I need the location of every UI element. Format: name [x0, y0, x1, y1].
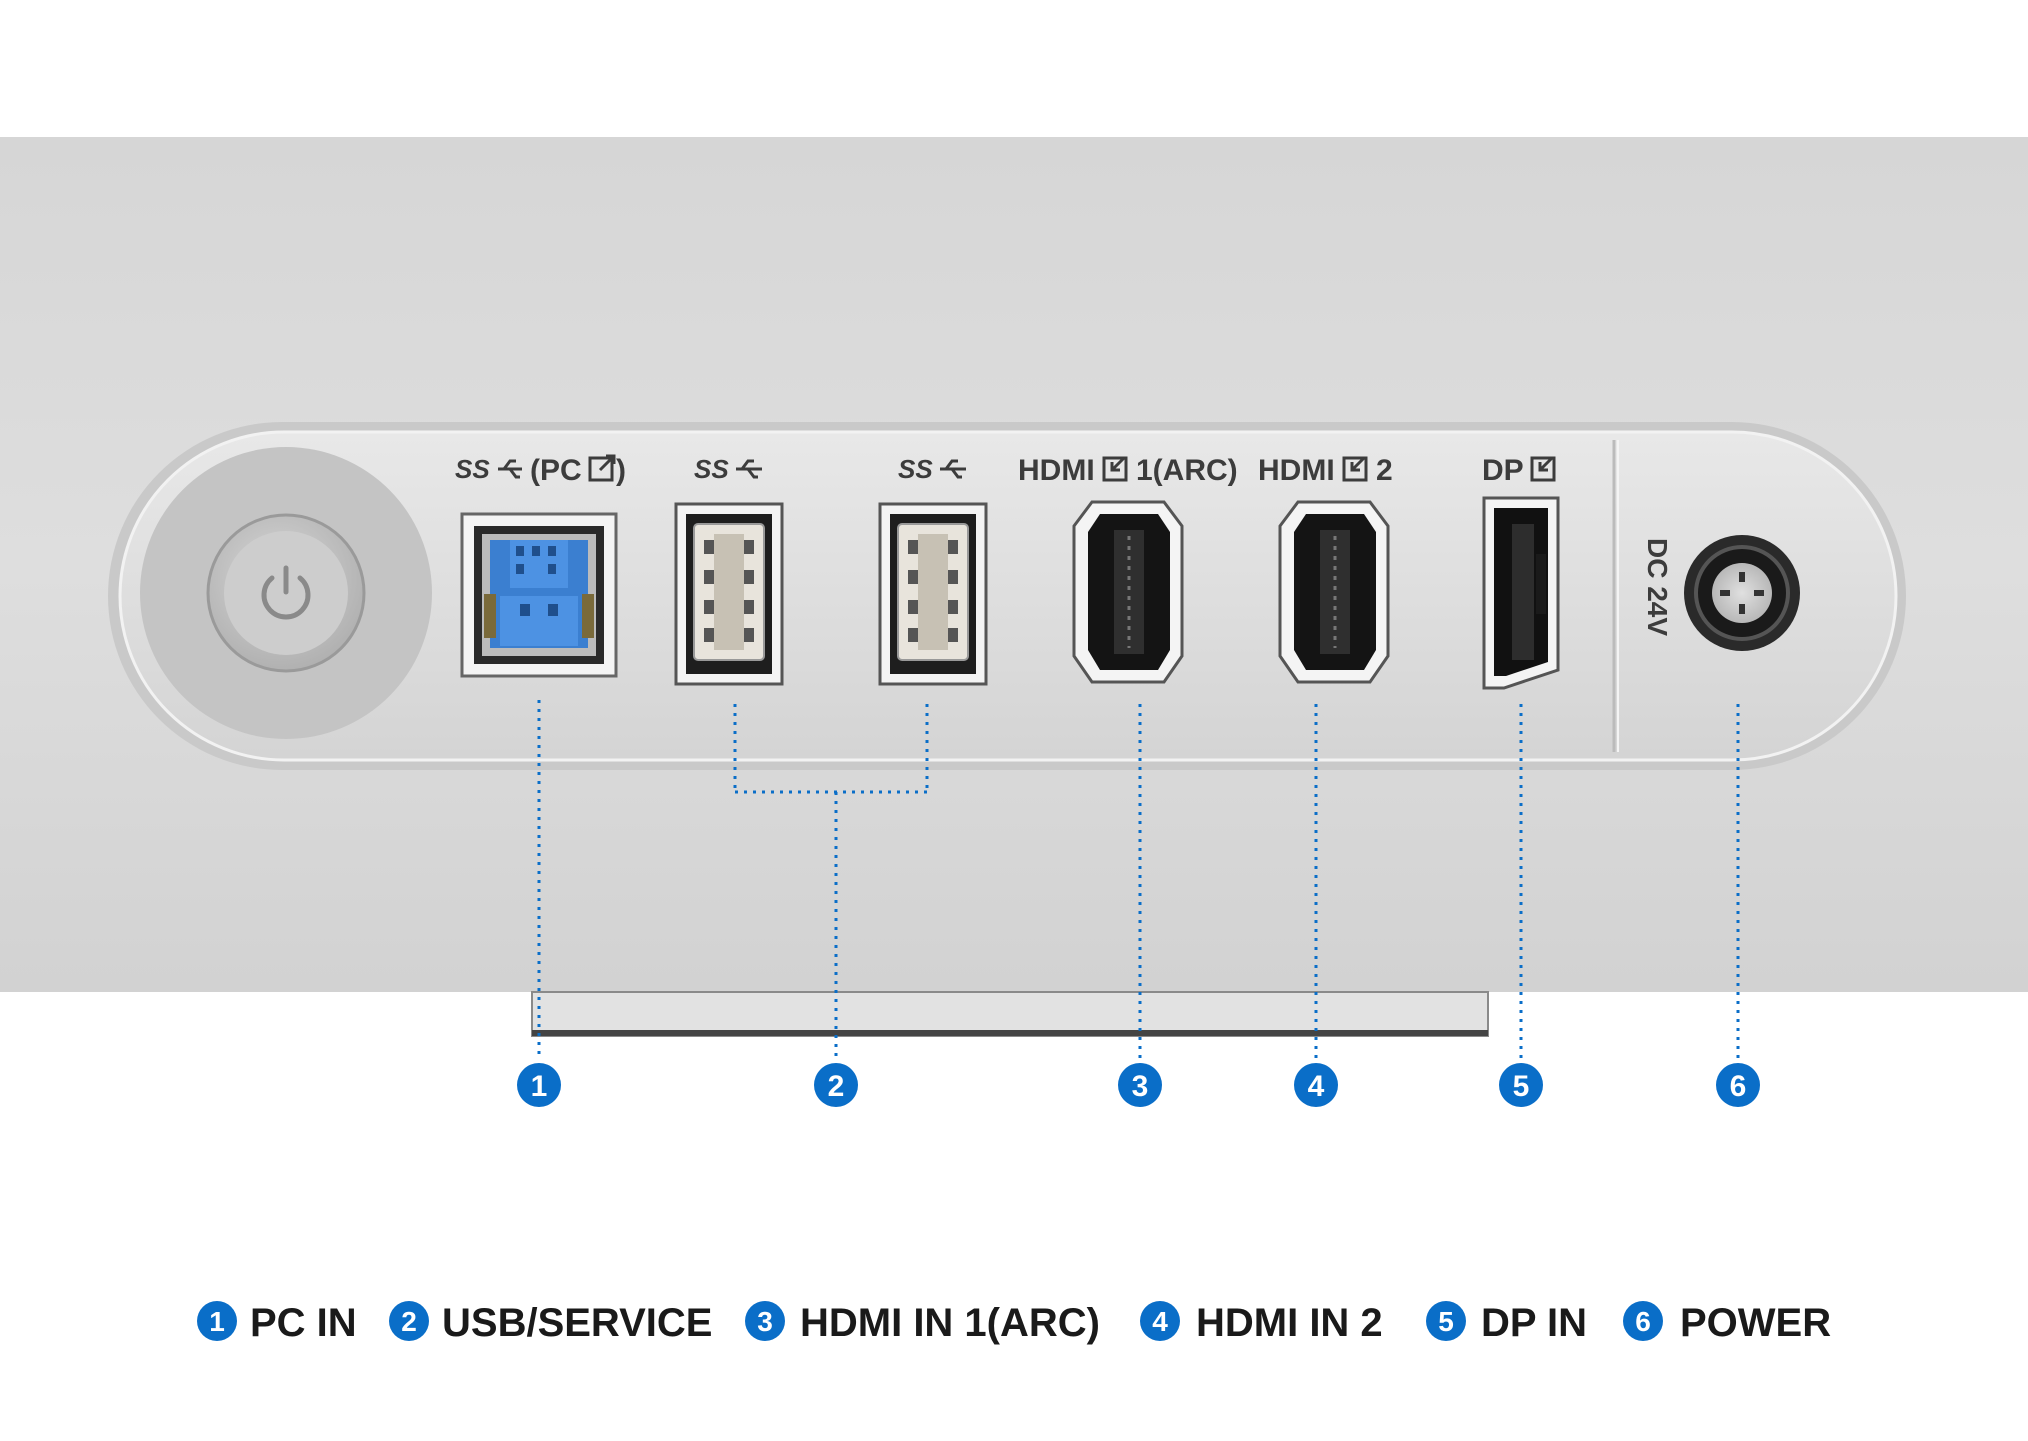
legend-item-power: 6 POWER — [1623, 1301, 1831, 1345]
svg-text:6: 6 — [1730, 1070, 1747, 1103]
port-label-dc: DC 24V — [1642, 538, 1673, 636]
svg-text:DP IN: DP IN — [1481, 1301, 1587, 1345]
leader-lines — [537, 700, 1740, 1060]
svg-text:3: 3 — [757, 1306, 773, 1337]
port-label-usb-b: SS (PC ) — [455, 454, 626, 487]
usb-a-port-2[interactable] — [878, 502, 988, 686]
input-icon — [1342, 456, 1368, 482]
legend-item-usb-service: 2 USB/SERVICE — [389, 1301, 712, 1345]
legend-item-pc-in: 1 PC IN — [197, 1301, 357, 1345]
usb-symbol-icon — [940, 459, 966, 479]
usb-symbol-icon — [498, 459, 522, 479]
legend: 1 PC IN 2 USB/SERVICE 3 HDMI IN 1(ARC) 4… — [197, 1301, 1831, 1345]
svg-text:HDMI: HDMI — [1258, 454, 1335, 487]
svg-text:4: 4 — [1152, 1306, 1168, 1337]
svg-text:2: 2 — [401, 1306, 417, 1337]
svg-text:4: 4 — [1308, 1070, 1325, 1103]
svg-text:SS: SS — [898, 454, 933, 484]
usb-b-port[interactable] — [460, 512, 618, 678]
callout-5: 5 — [1499, 1063, 1543, 1107]
svg-text:HDMI IN 2: HDMI IN 2 — [1196, 1301, 1383, 1345]
svg-text:2: 2 — [828, 1070, 845, 1103]
displayport-port[interactable] — [1482, 496, 1560, 690]
port-label-hdmi1: HDMI 1(ARC) — [1018, 454, 1238, 487]
input-icon — [1102, 456, 1128, 482]
usb-symbol-icon — [736, 459, 762, 479]
svg-text:PC IN: PC IN — [250, 1301, 357, 1345]
svg-text:1: 1 — [531, 1070, 548, 1103]
legend-item-hdmi-in-1: 3 HDMI IN 1(ARC) — [745, 1301, 1100, 1345]
port-label-dp: DP — [1482, 454, 1556, 487]
callout-6: 6 — [1716, 1063, 1760, 1107]
svg-text:SS: SS — [694, 454, 729, 484]
svg-text:(PC: (PC — [530, 454, 582, 487]
power-button[interactable] — [140, 447, 432, 739]
stand-neck — [531, 991, 1489, 1037]
hdmi-port-1[interactable] — [1072, 500, 1184, 684]
svg-text:USB/SERVICE: USB/SERVICE — [442, 1301, 712, 1345]
svg-text:2: 2 — [1376, 454, 1393, 487]
svg-text:6: 6 — [1635, 1306, 1651, 1337]
callout-2: 2 — [814, 1063, 858, 1107]
dc-power-jack[interactable] — [1684, 535, 1800, 651]
svg-text:3: 3 — [1132, 1070, 1149, 1103]
svg-text:1: 1 — [209, 1306, 225, 1337]
hdmi-port-2[interactable] — [1278, 500, 1390, 684]
callout-1: 1 — [517, 1063, 561, 1107]
input-icon — [1530, 456, 1556, 482]
svg-text:): ) — [616, 454, 626, 487]
svg-text:DP: DP — [1482, 454, 1524, 487]
svg-text:HDMI: HDMI — [1018, 454, 1095, 487]
legend-item-dp-in: 5 DP IN — [1426, 1301, 1587, 1345]
svg-text:5: 5 — [1513, 1070, 1530, 1103]
port-label-usb-a1: SS — [694, 454, 762, 484]
power-icon — [261, 565, 311, 620]
legend-item-hdmi-in-2: 4 HDMI IN 2 — [1140, 1301, 1383, 1345]
port-label-hdmi2: HDMI 2 — [1258, 454, 1393, 487]
output-icon — [588, 454, 616, 482]
svg-text:HDMI IN 1(ARC): HDMI IN 1(ARC) — [800, 1301, 1100, 1345]
svg-text:5: 5 — [1438, 1306, 1454, 1337]
callout-3: 3 — [1118, 1063, 1162, 1107]
callout-4: 4 — [1294, 1063, 1338, 1107]
usb-a-port-1[interactable] — [674, 502, 784, 686]
svg-text:1(ARC): 1(ARC) — [1136, 454, 1238, 487]
svg-text:POWER: POWER — [1680, 1301, 1831, 1345]
port-label-usb-a2: SS — [898, 454, 966, 484]
svg-text:SS: SS — [455, 454, 490, 484]
